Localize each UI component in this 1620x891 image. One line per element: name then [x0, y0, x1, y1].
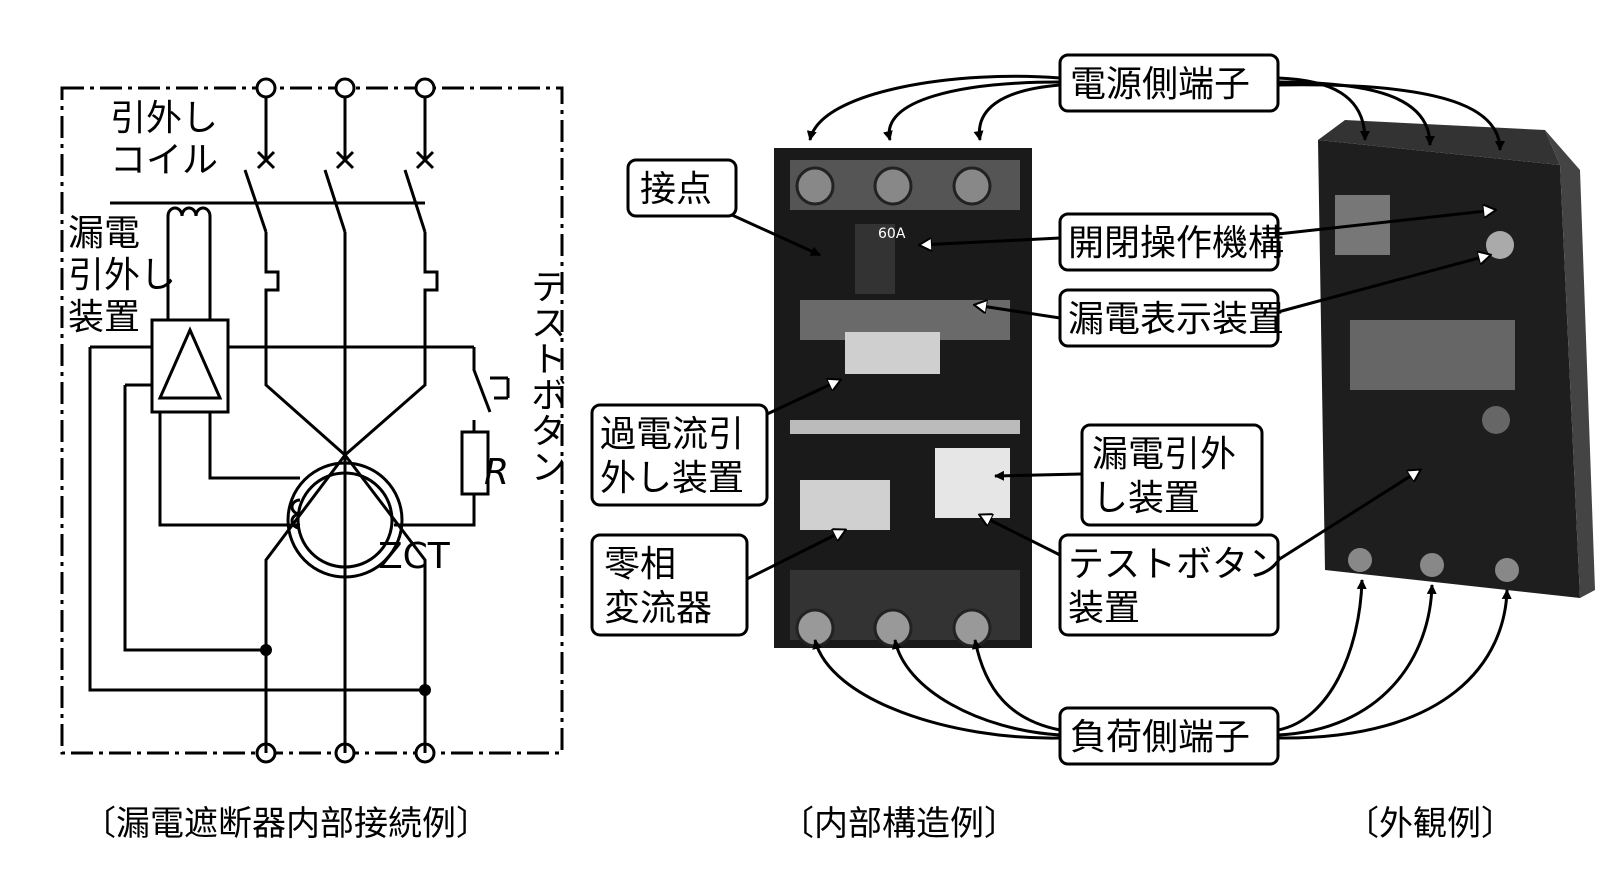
overcurrent-trip-callout: 過電流引 外し装置 — [590, 403, 769, 507]
test-button-label: テストボタン — [525, 268, 566, 484]
main-contacts — [243, 97, 435, 233]
circuit-diagram: 引外し コイル 漏電 引外し 装置 テストボタン R ZCT 〔漏電遮断器内部接… — [60, 77, 566, 844]
external-view-photo — [1318, 120, 1595, 598]
leak-trip-callout: 漏電引外 し装置 — [1080, 423, 1264, 527]
svg-text:接点: 接点 — [640, 169, 712, 210]
device-enclosure-outline — [60, 86, 564, 755]
top-terminals — [255, 77, 436, 99]
callout-arrows — [709, 74, 1512, 740]
leak-indicator-callout: 漏電表示装置 — [1058, 288, 1284, 348]
switching-mechanism-callout: 開閉操作機構 — [1058, 212, 1284, 272]
leak-trip-device-box — [150, 318, 230, 414]
svg-text:電源側端子: 電源側端子 — [1070, 64, 1250, 105]
circuit-caption: 〔漏電遮断器内部接続例〕 — [82, 804, 490, 844]
test-button-switch — [394, 347, 510, 527]
load-terminal-callout: 負荷側端子 — [1058, 706, 1280, 766]
contact-callout: 接点 — [626, 158, 738, 218]
zct-callout: 零相 変流器 — [590, 533, 749, 637]
leak-trip-device-label: 漏電 引外し 装置 — [68, 213, 187, 338]
svg-text:漏電引外 し装置: 漏電引外 し装置 — [1092, 434, 1247, 519]
svg-text:テストボタン 装置: テストボタン 装置 — [1068, 544, 1295, 629]
trip-coil-symbol — [166, 206, 212, 320]
svg-text:開閉操作機構: 開閉操作機構 — [1068, 223, 1284, 264]
internal-caption: 〔内部構造例〕 — [780, 804, 1018, 844]
internal-structure-photo: 60A — [774, 148, 1032, 648]
zct-label: ZCT — [378, 536, 451, 577]
resistor-label: R — [484, 452, 509, 493]
external-caption: 〔外観例〕 — [1345, 804, 1515, 844]
source-terminal-callout: 電源側端子 — [1058, 53, 1280, 113]
svg-text:漏電表示装置: 漏電表示装置 — [1068, 299, 1284, 340]
svg-text:60A: 60A — [878, 226, 906, 242]
svg-text:負荷側端子: 負荷側端子 — [1070, 717, 1250, 758]
callout-boxes: 電源側端子 接点 開閉操作機構 漏電表示装置 過電流引 外し装置 漏電引外 し装… — [590, 53, 1295, 766]
trip-coil-label: 引外し コイル — [110, 98, 229, 181]
svg-text:零相 変流器: 零相 変流器 — [604, 544, 712, 629]
svg-text:過電流引 外し装置: 過電流引 外し装置 — [600, 414, 755, 499]
test-button-device-callout: テストボタン 装置 — [1058, 533, 1295, 637]
